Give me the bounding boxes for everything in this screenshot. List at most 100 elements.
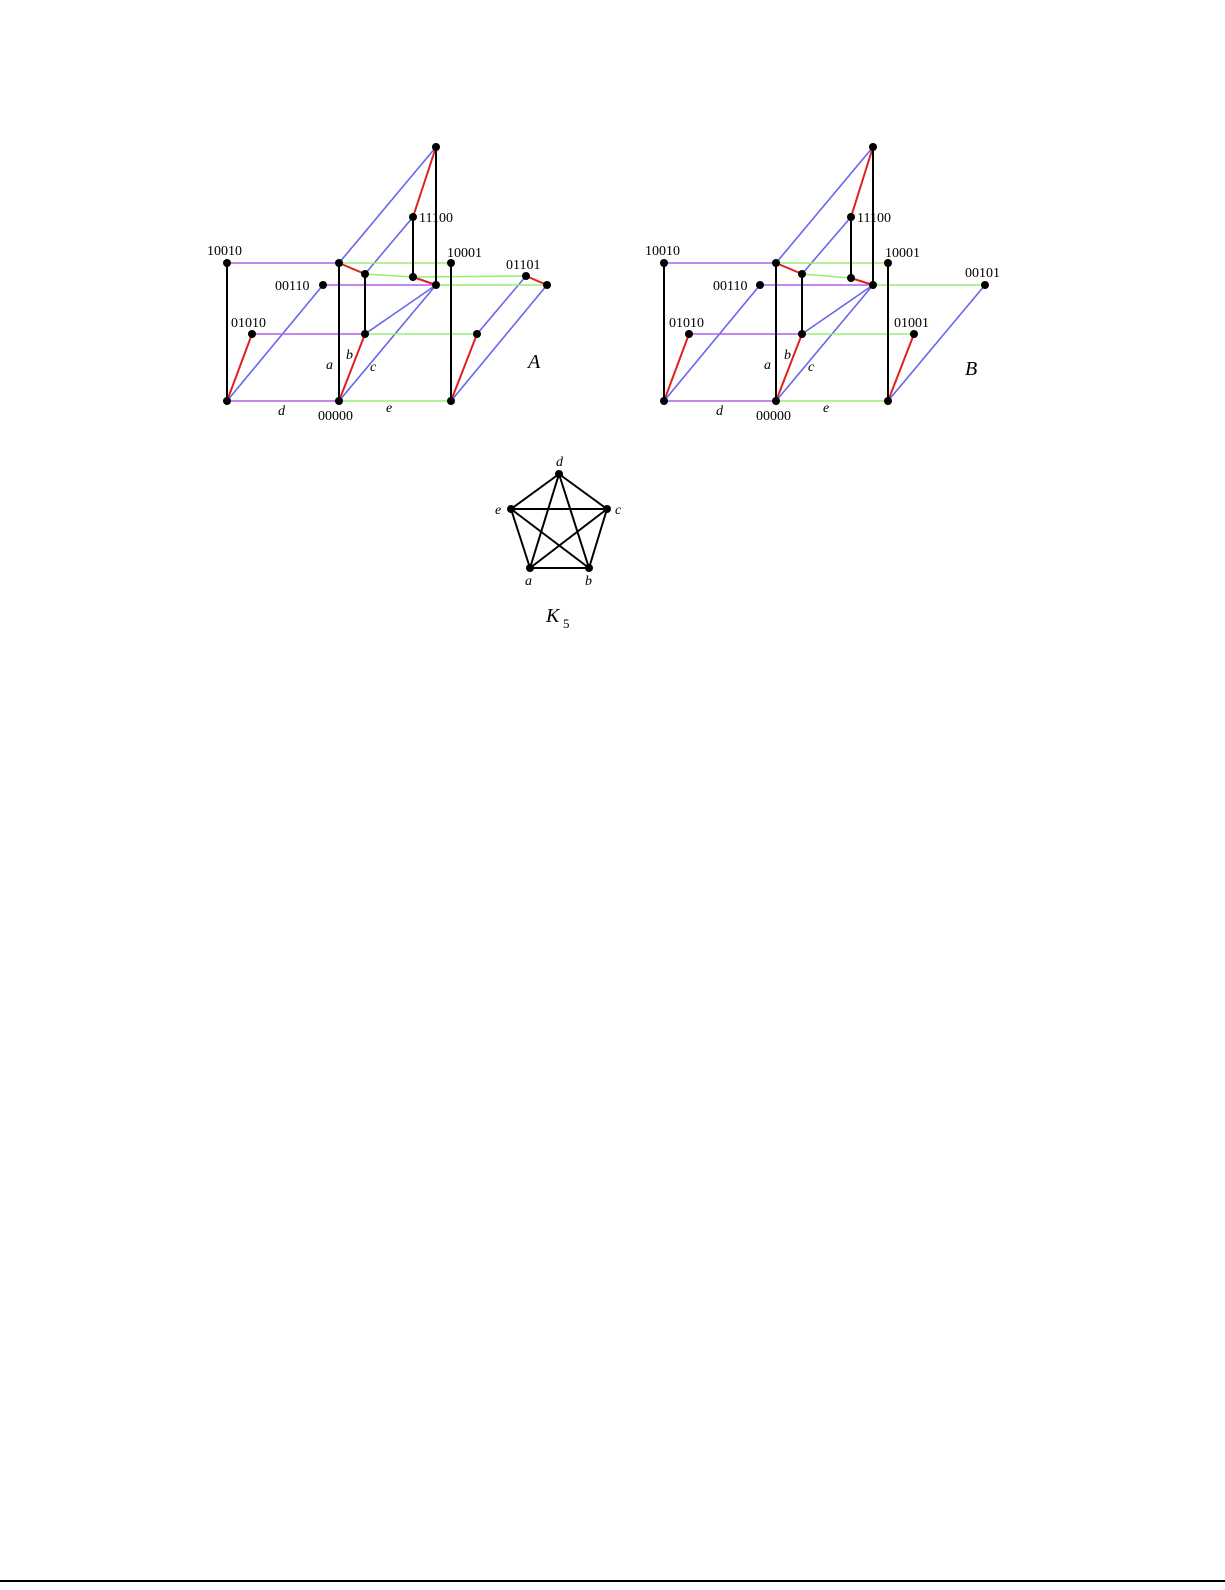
vertex xyxy=(248,330,256,338)
edge-letter: d xyxy=(278,404,286,419)
edge xyxy=(227,285,323,401)
k5-graph: d e c a b K 5 xyxy=(495,455,622,631)
edge xyxy=(339,147,436,263)
diagram-a: 11100 10010 10001 01101 00110 01010 0000… xyxy=(207,143,551,424)
vertex xyxy=(884,397,892,405)
vertex-label: b xyxy=(585,574,592,589)
edge xyxy=(776,147,873,263)
vertex xyxy=(432,143,440,151)
vertex xyxy=(685,330,693,338)
vertex-label: e xyxy=(495,503,501,518)
vertex-label: 00000 xyxy=(318,409,353,424)
edge xyxy=(888,334,914,401)
vertex xyxy=(869,281,877,289)
vertex xyxy=(543,281,551,289)
edge xyxy=(559,474,607,509)
edge xyxy=(227,334,252,401)
vertex xyxy=(447,397,455,405)
vertex xyxy=(409,273,417,281)
edge xyxy=(511,509,530,568)
vertex-label: d xyxy=(556,455,564,470)
edge-letter: b xyxy=(784,348,791,363)
vertex xyxy=(847,213,855,221)
edge-letter: e xyxy=(386,401,392,416)
diagram-name: B xyxy=(965,358,977,380)
vertex xyxy=(409,213,417,221)
edge xyxy=(589,509,607,568)
edge xyxy=(365,217,413,274)
vertex xyxy=(361,270,369,278)
k5-vertices xyxy=(507,470,611,572)
vertex xyxy=(798,330,806,338)
diagram-name: A xyxy=(526,351,541,373)
vertex xyxy=(910,330,918,338)
edge xyxy=(451,285,547,401)
vertex xyxy=(522,272,530,280)
violet-edges xyxy=(664,263,873,401)
edge xyxy=(664,334,689,401)
vertex xyxy=(772,397,780,405)
vertex-label: c xyxy=(615,503,622,518)
vertex-label: 10001 xyxy=(885,246,920,261)
vertex xyxy=(585,564,593,572)
edge xyxy=(776,285,873,401)
vertex xyxy=(660,397,668,405)
vertex xyxy=(847,274,855,282)
vertex xyxy=(660,259,668,267)
vertex xyxy=(772,259,780,267)
vertices xyxy=(660,143,989,405)
green-edges xyxy=(339,263,547,401)
edge-letter: c xyxy=(808,360,815,375)
edge xyxy=(511,509,589,568)
vertex xyxy=(319,281,327,289)
k5-subscript: 5 xyxy=(563,616,570,631)
vertex xyxy=(798,270,806,278)
green-edges xyxy=(776,263,985,401)
edge xyxy=(413,276,526,277)
k5-title: K xyxy=(545,605,561,627)
edge-letter: c xyxy=(370,360,377,375)
vertex xyxy=(223,397,231,405)
edge xyxy=(559,474,589,568)
vertex-label: 01101 xyxy=(506,258,540,273)
blue-edges xyxy=(227,147,547,401)
violet-edges xyxy=(227,263,436,401)
edge xyxy=(802,274,851,278)
vertex xyxy=(335,259,343,267)
edge xyxy=(365,274,413,277)
vertex-label: 01010 xyxy=(231,316,266,331)
vertex xyxy=(869,143,877,151)
edge xyxy=(511,474,559,509)
page-bottom-rule xyxy=(0,1580,1225,1582)
edge xyxy=(530,509,607,568)
black-edges xyxy=(227,147,451,401)
vertices xyxy=(223,143,551,405)
vertex-label: 10001 xyxy=(447,246,482,261)
vertex-label: a xyxy=(525,574,532,589)
vertex xyxy=(361,330,369,338)
vertex-label: 01001 xyxy=(894,316,929,331)
edge-letter: b xyxy=(346,348,353,363)
red-edges xyxy=(227,147,547,401)
blue-edges xyxy=(664,147,985,401)
edge-letter: e xyxy=(823,401,829,416)
edge xyxy=(530,474,559,568)
vertex xyxy=(603,505,611,513)
edge-letter: d xyxy=(716,404,724,419)
vertex xyxy=(555,470,563,478)
vertex xyxy=(981,281,989,289)
vertex xyxy=(507,505,515,513)
edge xyxy=(776,334,802,401)
k5-edges xyxy=(511,474,607,568)
vertex-label: 00000 xyxy=(756,409,791,424)
vertex xyxy=(473,330,481,338)
vertex xyxy=(756,281,764,289)
vertex-label: 10010 xyxy=(207,244,242,259)
vertex-label: 11100 xyxy=(857,211,891,226)
edge xyxy=(851,147,873,217)
edge xyxy=(451,334,477,401)
edge-letter: a xyxy=(764,358,771,373)
edge xyxy=(339,263,365,274)
